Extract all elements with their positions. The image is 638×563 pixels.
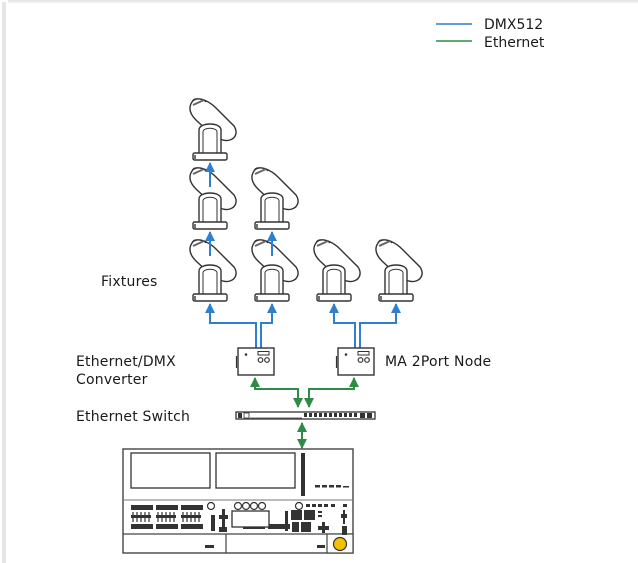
dmx-link (359, 303, 401, 348)
frame-top-edge (8, 0, 638, 3)
moving-head-icon (250, 238, 300, 302)
dmx-link (329, 303, 356, 348)
legend-dmx-label: DMX512 (484, 17, 543, 33)
trackball-icon (332, 536, 348, 552)
network-node-icon (335, 347, 375, 376)
moving-head-icon (312, 238, 362, 302)
converter-label-line1: Ethernet/DMX (76, 354, 176, 370)
dmx-converter-icon (235, 347, 275, 376)
moving-head-icon (374, 238, 424, 302)
fixtures-group (188, 97, 424, 302)
legend-ethernet-label: Ethernet (484, 35, 545, 51)
dmx-links (205, 162, 401, 348)
ethernet-link (250, 377, 303, 408)
dmx-link (205, 303, 257, 348)
moving-head-icon (250, 166, 300, 230)
frame-left-edge (2, 2, 6, 563)
ethernet-link (304, 377, 359, 408)
switch-label: Ethernet Switch (76, 409, 190, 425)
dmx-link (260, 303, 277, 348)
fixtures-label: Fixtures (101, 274, 158, 290)
ethernet-links (250, 377, 359, 449)
moving-head-icon (188, 97, 238, 161)
lighting-console-icon (122, 448, 354, 554)
legend: DMX512 Ethernet (436, 17, 545, 51)
node-label: MA 2Port Node (385, 354, 491, 370)
moving-head-icon (188, 166, 238, 230)
converter-label-line2: Converter (76, 372, 148, 388)
ethernet-switch-icon (235, 411, 376, 420)
moving-head-icon (188, 238, 238, 302)
